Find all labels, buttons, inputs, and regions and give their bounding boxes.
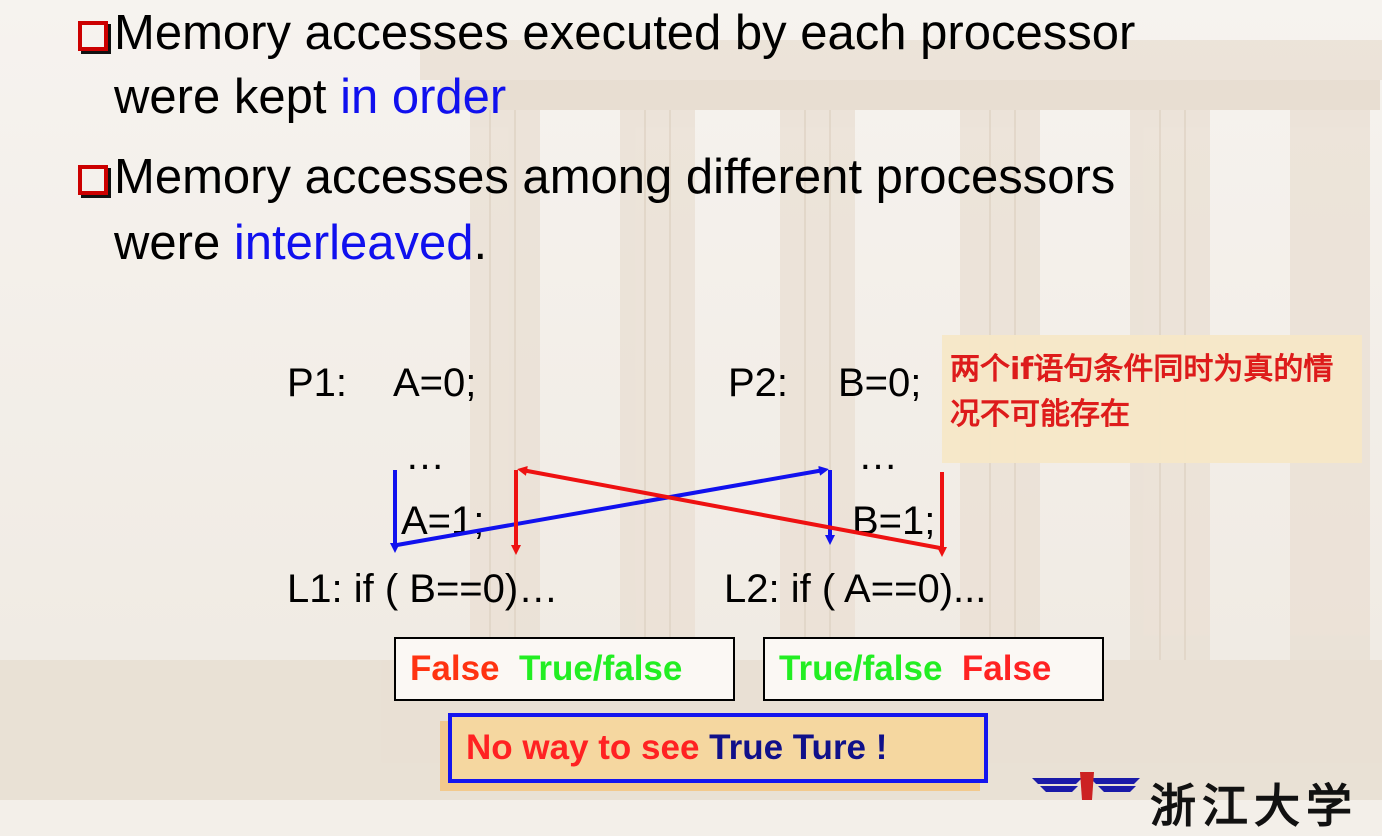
conclusion-text-part1: No way to see [466,728,710,767]
l1-statement: L1: if ( B==0)… [287,567,559,611]
result-left-false: False [410,649,500,688]
university-logo: 浙江大学 [1032,768,1382,833]
bullet-1-line-1: Memory accesses executed by each process… [78,0,1135,66]
l2-statement: L2: if ( A==0)... [724,567,987,611]
conclusion-box: No way to see True Ture ! [448,713,988,783]
conclusion-text-part2: True Ture ! [709,728,888,767]
p1-ellipsis: … [405,434,445,478]
checkbox-bullet-icon [78,165,108,195]
p1-stmt-a0: A=0; [393,361,477,405]
zju-emblem-icon [1032,772,1140,800]
p1-stmt-a1: A=1; [401,499,485,543]
result-box-left: False True/false [394,637,735,701]
p1-label: P1: [287,361,348,405]
p2-stmt-b1: B=1; [852,499,936,543]
bullet-2-line-2: were interleaved. [114,210,487,276]
note-callout: 两个if语句条件同时为真的情况不可能存在 [942,335,1362,463]
result-box-right: True/false False [763,637,1104,701]
bullet-1-text: Memory accesses executed by each process… [114,6,1136,60]
bullet-2-highlight: interleaved [233,216,474,270]
note-text: 两个if语句条件同时为真的情况不可能存在 [950,352,1334,432]
result-left-truefalse: True/false [518,649,683,688]
bullet-2-text: Memory accesses among different processo… [114,150,1116,204]
result-right-false: False [961,649,1052,688]
p2-stmt-b0: B=0; [838,361,922,405]
logo-text: 浙江大学 [1150,779,1358,833]
checkbox-bullet-icon [78,21,108,51]
p2-ellipsis: … [858,434,898,478]
bullet-2-line-1: Memory accesses among different processo… [78,144,1115,210]
bullet-2-text-cont: were [114,216,234,270]
bullet-1-highlight: in order [340,70,507,124]
bullet-2-period: . [473,216,488,270]
bullet-1-line-2: were kept in order [114,64,506,130]
result-right-truefalse: True/false [779,649,943,688]
bullet-1-text-cont: were kept [114,70,341,124]
p2-label: P2: [728,361,789,405]
